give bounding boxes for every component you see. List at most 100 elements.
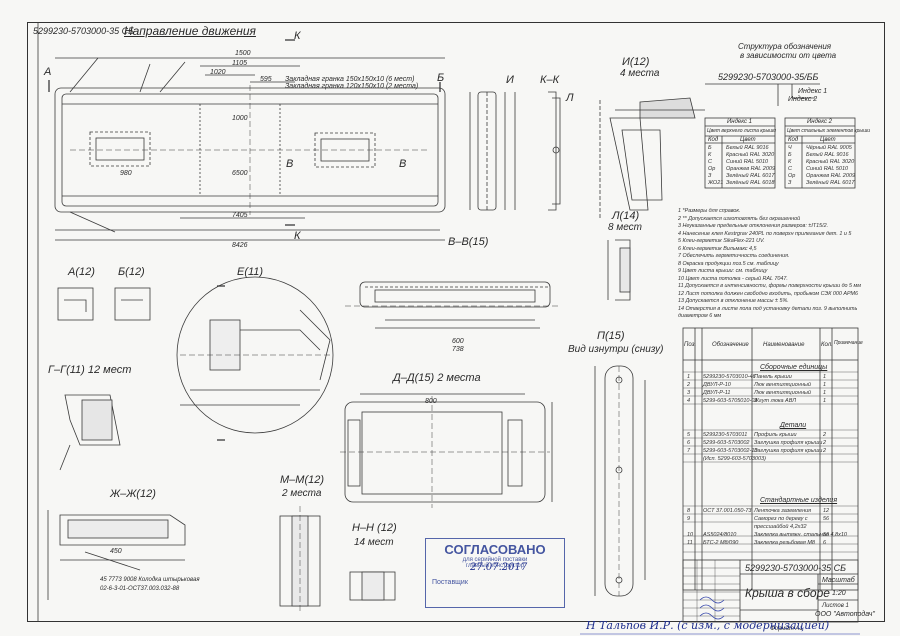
table2-code-cell: Ч bbox=[788, 145, 792, 151]
title-name: Крыша в сборе bbox=[745, 586, 830, 600]
table1-color-cell: Белый RAL 9016 bbox=[726, 145, 769, 151]
spec-name-cell: Саморез по дереву с bbox=[754, 516, 808, 522]
note-line: 2 ** Допускается изготовлять без окрашен… bbox=[678, 215, 801, 222]
spec-qty-cell: 2 bbox=[823, 448, 827, 454]
spec-qty-cell: 1 bbox=[823, 374, 827, 380]
title-sheets: Листов 1 bbox=[822, 603, 849, 609]
spec-designation-cell: 5299-603-5705010-01 bbox=[703, 398, 758, 404]
label-i12-sub: 4 места bbox=[620, 68, 660, 79]
table1-color-cell: Зелёный RAL 6017 bbox=[726, 173, 775, 179]
table2-col-color: Цвет bbox=[820, 137, 836, 143]
note-line: диаметром 6 мм bbox=[678, 313, 722, 319]
structure-code: 5299230-5703000-35/ББ bbox=[718, 72, 819, 82]
stamp-line1: для серийной поставки bbox=[462, 557, 528, 563]
label-view-l: Л bbox=[566, 92, 574, 104]
table1-sub: Цвет верхнего листа крыши bbox=[707, 128, 777, 134]
table2-code-cell: Ор bbox=[788, 173, 796, 179]
spec-designation-cell: ДВУЛ-Р-11 bbox=[703, 390, 731, 396]
drawing-frame bbox=[27, 22, 885, 622]
table2-color-cell: Белый RAL 9016 bbox=[806, 152, 849, 158]
spec-name-cell: Заклепка вытяжн. стальная 4,8х10 bbox=[754, 532, 847, 538]
note-ost: 02-6-3-01-ОСТ37.003.032-88 bbox=[100, 586, 180, 592]
spec-qty-cell: 56 bbox=[823, 516, 830, 522]
spec-designation-cell: 5299230-5703010-46 bbox=[703, 374, 756, 380]
dim-6500: 6500 bbox=[232, 170, 248, 177]
spec-designation-cell: БТС-2 М8/090 bbox=[703, 540, 739, 546]
spec-name-cell: Люк вентиляционный bbox=[754, 390, 811, 396]
note-kolodka: 45 7773 9008 Колодка штырьковая bbox=[100, 577, 200, 583]
note-line: 14 Отверстия в листе пола под установку … bbox=[678, 305, 858, 312]
label-section-k-bottom: К bbox=[294, 230, 301, 242]
spec-designation-cell: AS5024/8010 bbox=[703, 532, 737, 538]
spec-pos-cell: 2 bbox=[687, 382, 691, 388]
spec-pos-cell: 6 bbox=[687, 440, 691, 446]
table1-color-cell: Синий RAL 5010 bbox=[726, 159, 769, 165]
stamp-line2: главный конструктор bbox=[465, 563, 525, 569]
spec-name-cell: Панель крыши bbox=[754, 374, 792, 380]
spec-name-cell: Жгут люка АВЛ bbox=[754, 398, 797, 404]
spec-header-name: Наименование bbox=[763, 342, 805, 348]
spec-designation-cell: ОСТ 37.001.050-73 bbox=[703, 508, 752, 514]
table1-color-cell: Оранжев RAL 2009 bbox=[726, 166, 776, 172]
spec-designation-cell: ДВУЛ-Р-10 bbox=[703, 382, 731, 388]
table1-code-cell: К bbox=[708, 152, 712, 158]
table1-code-cell: З bbox=[708, 173, 712, 179]
spec-name-cell: Заглушка профиля крыши bbox=[754, 440, 823, 446]
title-scale-label: Масштаб bbox=[822, 577, 855, 584]
label-section-k: К bbox=[294, 30, 301, 42]
note-line: 9 Цвет листа крыши: см. таблицу bbox=[678, 268, 768, 274]
spec-name-cell: Заглушка профиля крыши bbox=[754, 448, 823, 454]
dim-738: 738 bbox=[452, 346, 464, 353]
label-a12: А(12) bbox=[68, 266, 95, 278]
label-i12: И(12) bbox=[622, 56, 650, 68]
note-line: 5 Клеи-герметик SikaFlex-221 UV. bbox=[678, 238, 765, 244]
label-view-v1: В bbox=[286, 158, 294, 170]
approval-stamp: СОГЛАСОВАНО для серийной поставки главны… bbox=[425, 538, 565, 608]
spec-section-standard: Стандартные изделия bbox=[760, 497, 838, 504]
structure-title-1: Структура обозначения bbox=[738, 42, 832, 51]
spec-pos-cell: 4 bbox=[687, 398, 691, 404]
spec-name-cell: Профиль крыши bbox=[754, 432, 797, 438]
structure-index2: Индекс 2 bbox=[788, 96, 818, 103]
dim-980: 980 bbox=[120, 170, 132, 177]
note-zakladnaya-1: Закладная гранка 150х150х10 (6 мест) bbox=[285, 76, 415, 83]
stamp-title: СОГЛАСОВАНО bbox=[444, 542, 546, 557]
label-vv15: В–В(15) bbox=[448, 236, 489, 248]
title-company: ООО "Автоподач" bbox=[815, 611, 875, 618]
spec-qty-cell: 1 bbox=[823, 390, 827, 396]
note-line: 13 Допускается в отклонение массы ± 5%. bbox=[678, 298, 789, 304]
table1-color-cell: Зелёный RAL 6018 bbox=[726, 180, 775, 186]
dim-595: 595 bbox=[260, 76, 272, 83]
label-p15: П(15) bbox=[597, 330, 625, 342]
title-code: 5299230-5703000-35 СБ bbox=[745, 563, 846, 573]
dim-600: 600 bbox=[452, 338, 464, 345]
spec-qty-cell: 56 bbox=[823, 532, 830, 538]
table1-color-cell: Красный RAL 3020 bbox=[726, 152, 775, 158]
spec-section-parts: Детали bbox=[780, 422, 807, 429]
table1-col-code: Код bbox=[708, 137, 719, 143]
label-view-b: Б bbox=[437, 72, 445, 84]
table2-color-cell: Синий RAL 5010 bbox=[806, 166, 849, 172]
spec-name-cell: Люк вентиляционный bbox=[754, 382, 811, 388]
stamp-line3: Поставщик bbox=[432, 579, 468, 586]
stamp-handwriting: 27.07.2017 bbox=[470, 562, 528, 573]
label-view-i: И bbox=[506, 74, 514, 86]
dim-800: 800 bbox=[425, 398, 437, 405]
spec-name-cell: Ленточка заземления bbox=[754, 508, 812, 514]
label-gg11: Г–Г(11) 12 мест bbox=[48, 364, 132, 376]
table2-code-cell: Б bbox=[788, 152, 792, 158]
spec-qty-cell: 1 bbox=[823, 382, 827, 388]
table1-code-cell: ЖО21 bbox=[708, 180, 724, 186]
spec-designation-cell: (Исп. 5299-603-5703003) bbox=[703, 456, 766, 462]
spec-header-note: Примечание bbox=[834, 340, 863, 346]
table2-code-cell: З bbox=[788, 180, 792, 186]
dim-1000: 1000 bbox=[232, 115, 248, 122]
dim-7405: 7405 bbox=[232, 212, 248, 219]
label-e11: Е(11) bbox=[237, 266, 264, 278]
table2-color-cell: Чёрный RAL 9005 bbox=[806, 145, 852, 151]
dim-8426: 8426 bbox=[232, 242, 248, 249]
note-line: 4 Нанесение клея Kestrgrav 240PL по пове… bbox=[678, 230, 852, 237]
note-zakladnaya-2: Закладная гранка 120х150х10 (2 места) bbox=[285, 83, 419, 90]
label-view-a: А bbox=[44, 66, 52, 78]
